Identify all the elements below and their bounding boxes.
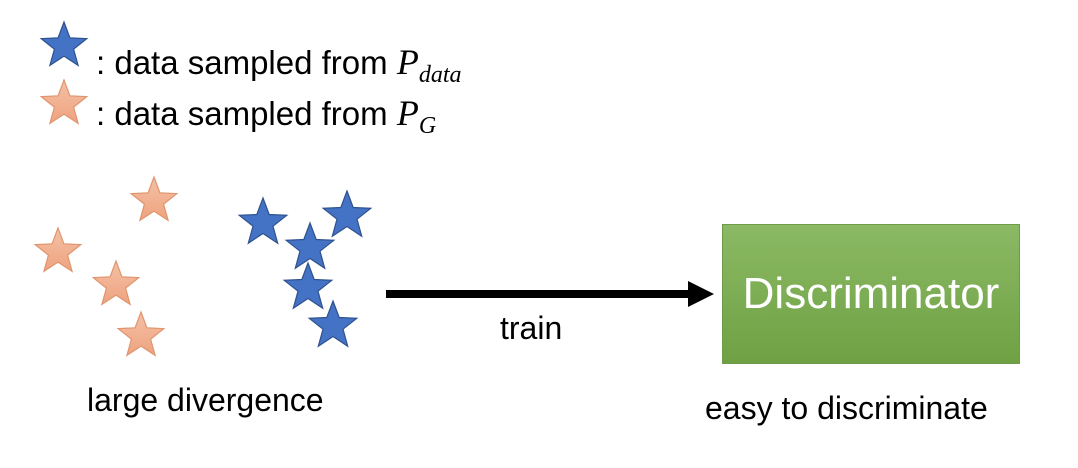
discriminator-box: Discriminator [722, 224, 1020, 364]
legend-item-generated: : data sampled from PG [96, 93, 436, 146]
real-data-star-icon [237, 196, 289, 245]
generated-data-star-icon [33, 226, 83, 273]
legend-text-generated: : data sampled from [96, 95, 397, 132]
generated-data-star-icon [91, 259, 141, 306]
legend-math-p-data: Pdata [396, 42, 462, 88]
left-caption: large divergence [87, 382, 324, 418]
legend-blue-star-icon [39, 20, 89, 67]
arrow-label: train [500, 310, 563, 346]
legend-text-real: : data sampled from [96, 44, 397, 81]
generated-data-star-icon [116, 310, 166, 357]
legend-item-real: : data sampled from Pdata [96, 42, 461, 95]
legend-math-p-g: PG [396, 93, 437, 139]
discriminator-label: Discriminator [742, 269, 1000, 318]
real-data-star-icon [321, 189, 373, 238]
real-data-star-icon [282, 261, 334, 310]
train-arrow-head [688, 281, 714, 307]
real-data-star-icon [284, 221, 336, 270]
legend-orange-star-icon [39, 78, 89, 125]
real-data-star-icon [307, 299, 359, 348]
generated-data-star-icon [129, 175, 179, 222]
right-caption: easy to discriminate [705, 390, 988, 426]
